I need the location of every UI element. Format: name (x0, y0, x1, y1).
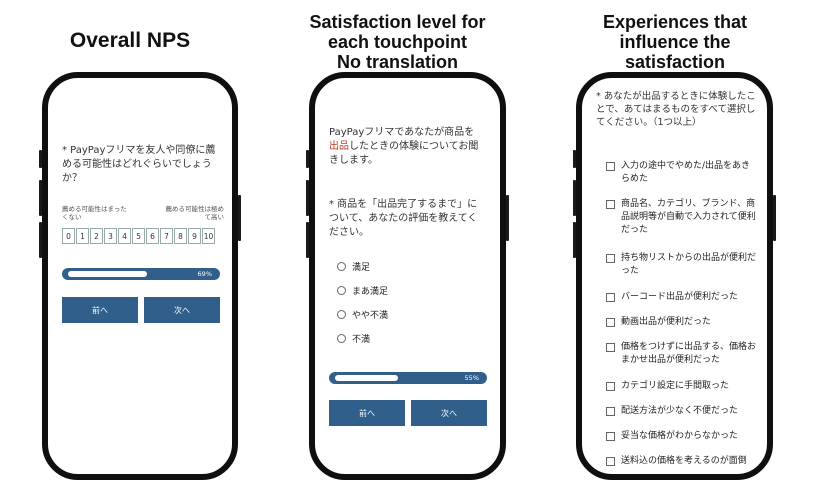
touchpoint-question: * 商品を「出品完了するまで」について、あなたの評価を教えてください。 (329, 199, 478, 238)
title-experiences-line1: Experiences that (602, 12, 748, 32)
experience-question: * あなたが出品するときに体験したことで、あてはまるものをすべて選択してください… (596, 91, 756, 128)
nps-prev-button[interactable]: 前へ (62, 297, 138, 323)
experience-option[interactable]: 商品名、カテゴリ、ブランド、商品説明等が自動で入力されて便利だった (606, 198, 756, 237)
nps-score-option[interactable]: 7 (160, 228, 173, 244)
nps-progress-fill (68, 271, 147, 277)
experience-option-label: 配送方法が少なく不便だった (621, 406, 739, 416)
rating-option-satisfied[interactable]: 満足 (337, 260, 370, 273)
nps-score-option[interactable]: 4 (118, 228, 131, 244)
nps-score-option[interactable]: 3 (104, 228, 117, 244)
phone3-side-button (573, 222, 576, 258)
nps-scale-low-label: 薦める可能性はまったくない (62, 205, 127, 221)
nps-question: * PayPayフリマを友人や同僚に薦める可能性はどれぐらいでしょうか？ (62, 145, 216, 184)
title-experiences-line3: satisfaction (624, 52, 726, 72)
rating-option-somewhat-satisfied[interactable]: まあ満足 (337, 284, 388, 297)
touchpoint-progress-bar: 55% (329, 372, 487, 384)
checkbox-icon (606, 318, 615, 327)
experience-option[interactable]: 価格をつけずに出品する、価格おまかせ出品が便利だった (606, 341, 756, 367)
experience-option-label: カテゴリ設定に手間取った (621, 381, 730, 391)
title-touchpoint-line2: each touchpoint (328, 32, 467, 52)
experience-option[interactable]: 妥当な価格がわからなかった (606, 430, 756, 443)
rating-option-label: やや不満 (352, 311, 389, 321)
nps-score-option[interactable]: 9 (188, 228, 201, 244)
nps-progress-bar: 69% (62, 268, 220, 280)
title-overall-nps: Overall NPS (69, 29, 191, 52)
rating-option-label: 不満 (352, 335, 371, 345)
radio-icon (337, 334, 346, 343)
phone2-side-button (306, 222, 309, 258)
checkbox-icon (606, 343, 615, 352)
nps-next-button[interactable]: 次へ (144, 297, 220, 323)
title-touchpoint-line3: No translation (336, 52, 458, 72)
phone1-side-button (39, 150, 42, 168)
title-touchpoint: Satisfaction level for each touchpoint N… (290, 12, 505, 72)
experience-option-label: 妥当な価格がわからなかった (621, 431, 739, 441)
experience-option-label: バーコード出品が便利だった (621, 292, 739, 302)
phone2-power-button (506, 195, 509, 241)
rating-option-label: 満足 (352, 263, 371, 273)
experience-option-label: 入力の途中でやめた/出品をあきらめた (621, 161, 751, 184)
checkbox-icon (606, 162, 615, 171)
touchpoint-intro-text-a: PayPayフリマであなたが商品を (329, 127, 475, 138)
experience-option-label: 商品名、カテゴリ、ブランド、商品説明等が自動で入力されて便利だった (621, 199, 756, 235)
nps-score-option[interactable]: 0 (62, 228, 75, 244)
nps-scale-high-label: 薦める可能性は極めて高い (165, 205, 225, 221)
checkbox-icon (606, 254, 615, 263)
experience-option[interactable]: 送料込の価格を考えるのが面倒 (606, 455, 756, 468)
touchpoint-prev-button[interactable]: 前へ (329, 400, 405, 426)
phone-experience-screen: * あなたが出品するときに体験したことで、あてはまるものをすべて選択してください… (576, 72, 773, 480)
rating-option-somewhat-dissatisfied[interactable]: やや不満 (337, 308, 388, 321)
radio-icon (337, 262, 346, 271)
experience-option-label: 価格をつけずに出品する、価格おまかせ出品が便利だった (621, 342, 757, 365)
phone3-side-button (573, 150, 576, 168)
title-experiences: Experiences that influence the satisfact… (560, 12, 790, 72)
phone-nps-screen: * PayPayフリマを友人や同僚に薦める可能性はどれぐらいでしょうか？ 薦める… (42, 72, 238, 480)
experience-option-label: 持ち物リストからの出品が便利だった (621, 253, 757, 276)
title-touchpoint-line1: Satisfaction level for (309, 12, 486, 32)
title-experiences-line2: influence the (619, 32, 731, 52)
experience-option[interactable]: 動画出品が便利だった (606, 316, 756, 329)
touchpoint-progress-fill (335, 375, 398, 381)
phone1-power-button (238, 195, 241, 241)
experience-option[interactable]: カテゴリ設定に手間取った (606, 380, 756, 393)
experience-option-label: 動画出品が便利だった (621, 317, 712, 327)
nps-score-option[interactable]: 1 (76, 228, 89, 244)
nps-progress-label: 69% (197, 270, 212, 278)
phone-touchpoint-screen: PayPayフリマであなたが商品を出品したときの体験についてお聞きします。 * … (309, 72, 506, 480)
nps-score-option[interactable]: 8 (174, 228, 187, 244)
phone1-side-button (39, 222, 42, 258)
experience-option-label: 送料込の価格を考えるのが面倒 (621, 456, 747, 466)
checkbox-icon (606, 432, 615, 441)
radio-icon (337, 286, 346, 295)
nps-scale: 0 1 2 3 4 5 6 7 8 9 10 (62, 228, 216, 244)
checkbox-icon (606, 407, 615, 416)
experience-option[interactable]: 入力の途中でやめた/出品をあきらめた (606, 160, 756, 186)
touchpoint-progress-label: 55% (464, 374, 479, 382)
checkbox-icon (606, 457, 615, 466)
nps-score-option[interactable]: 5 (132, 228, 145, 244)
touchpoint-intro-highlight: 出品 (329, 141, 349, 152)
rating-option-dissatisfied[interactable]: 不満 (337, 332, 370, 345)
nps-score-option[interactable]: 6 (146, 228, 159, 244)
experience-option[interactable]: 配送方法が少なく不便だった (606, 405, 756, 418)
phone2-side-button (306, 150, 309, 168)
nps-score-option[interactable]: 2 (90, 228, 103, 244)
checkbox-icon (606, 382, 615, 391)
touchpoint-intro-text-b: したときの体験についてお聞きします。 (329, 141, 479, 166)
checkbox-icon (606, 293, 615, 302)
radio-icon (337, 310, 346, 319)
experience-option[interactable]: バーコード出品が便利だった (606, 291, 756, 304)
experience-option[interactable]: 持ち物リストからの出品が便利だった (606, 252, 756, 278)
rating-option-label: まあ満足 (352, 287, 389, 297)
touchpoint-next-button[interactable]: 次へ (411, 400, 487, 426)
phone3-side-button (573, 180, 576, 216)
phone1-side-button (39, 180, 42, 216)
checkbox-icon (606, 200, 615, 209)
phone3-power-button (773, 195, 776, 241)
touchpoint-intro: PayPayフリマであなたが商品を出品したときの体験についてお聞きします。 (329, 126, 484, 168)
nps-score-option[interactable]: 10 (202, 228, 215, 244)
phone2-side-button (306, 180, 309, 216)
